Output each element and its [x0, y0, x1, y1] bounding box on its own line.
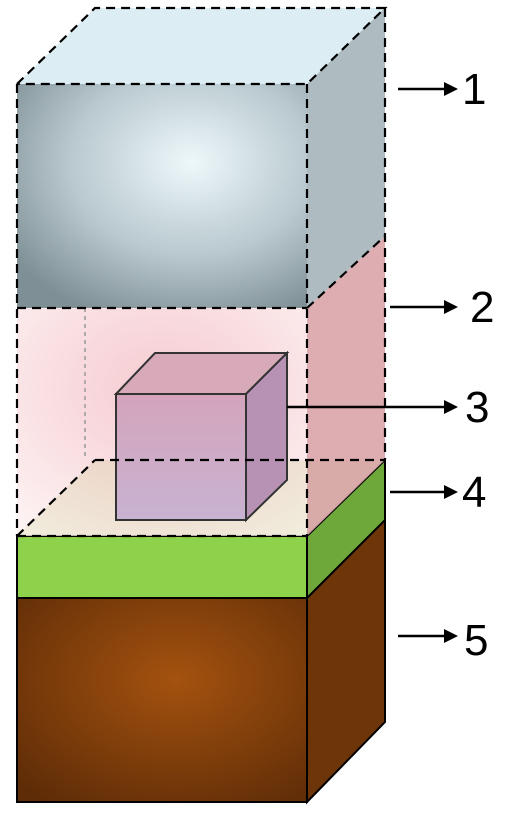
air-top-face [17, 8, 385, 84]
arrow-1-head [444, 82, 458, 96]
layer-soil [16, 517, 386, 805]
grass-front-face [16, 535, 308, 599]
grass-side-face [306, 457, 386, 601]
label-4: 4 [462, 468, 486, 517]
arrow-3-head [444, 400, 458, 414]
air-side-face [307, 8, 385, 308]
layer-air [17, 8, 385, 308]
label-5: 5 [464, 616, 488, 665]
arrow-5-head [444, 629, 458, 643]
arrow-4-head [444, 485, 458, 499]
arrow-2-head [444, 300, 458, 314]
soil-front-face [16, 597, 308, 803]
cube-front-face [115, 393, 247, 521]
callouts [287, 82, 458, 643]
label-3: 3 [465, 383, 489, 432]
label-1: 1 [462, 65, 486, 114]
inner-cube [113, 350, 290, 523]
air-front-face [17, 84, 307, 308]
dashed-outline [15, 6, 388, 538]
label-2: 2 [470, 283, 494, 332]
